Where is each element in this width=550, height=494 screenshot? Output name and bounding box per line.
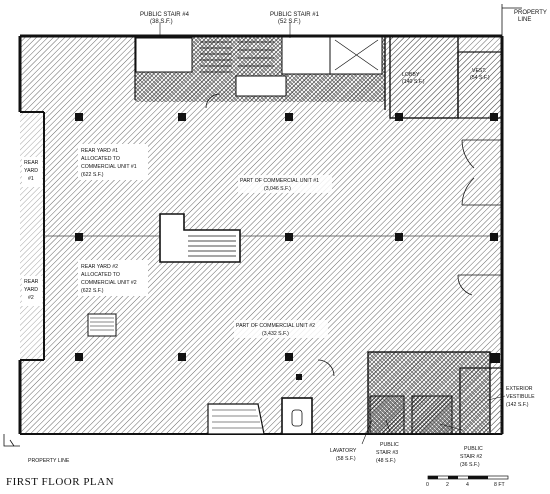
label-vest-1: VEST. (472, 68, 486, 74)
label-rear-yard1-2: ALLOCATED TO (81, 156, 120, 162)
label-rear-yard1-4: (622 S.F.) (81, 172, 104, 178)
label-stair2-3: (36 S.F.) (460, 462, 480, 468)
label-rear-yard1-3: COMMERCIAL UNIT #1 (81, 164, 137, 170)
toilet-fixture (291, 409, 303, 427)
label-rear-yard2-1: REAR YARD #2 (81, 264, 118, 270)
scale-tick-2: 2 (446, 482, 449, 488)
public-stair-2-room (411, 395, 453, 435)
lavatory-door-swing (317, 359, 335, 377)
label-rear-yard-left-1b: YARD (24, 168, 38, 174)
label-stair1-line1: PUBLIC STAIR #1 (270, 12, 320, 18)
center-stair-treads (188, 235, 236, 257)
label-property-bottom: PROPERTY LINE (28, 458, 70, 464)
public-stair-1-room (281, 35, 331, 75)
public-stair-3-room (369, 395, 405, 435)
page-title: FIRST FLOOR PLAN (6, 476, 115, 488)
label-ext-vest-1: EXTERIOR (506, 386, 533, 392)
label-stair3-2: STAIR #3 (376, 450, 398, 456)
label-lobby-1: LOBBY (402, 72, 420, 78)
label-stair4-line1: PUBLIC STAIR #4 (140, 12, 190, 18)
label-rear-yard-left-2c: #2 (28, 295, 34, 301)
label-comm-unit1-2: (3,046 S.F.) (264, 186, 291, 192)
scale-tick-4: 4 (466, 482, 469, 488)
label-rear-yard-left-2a: REAR (24, 279, 39, 285)
label-stair2-1: PUBLIC (464, 446, 483, 452)
exterior-vestibule-room (459, 367, 503, 435)
rear-yard-strip-hatch (20, 112, 44, 360)
labels: PUBLIC STAIR #4 (38 S.F.) PUBLIC STAIR #… (22, 10, 547, 468)
label-vest-2: (54 S.F.) (470, 75, 490, 81)
vestibule-room (457, 51, 503, 119)
label-rear-yard-left-2b: YARD (24, 287, 38, 293)
label-comm-unit2-1: PART OF COMMERCIAL UNIT #2 (236, 323, 315, 329)
left-stair-box (87, 313, 117, 337)
stair-landing-top (235, 75, 287, 97)
right-door-swings (457, 139, 502, 296)
label-stair3-3: (48 S.F.) (376, 458, 396, 464)
label-stair1-line2: (52 S.F.) (278, 19, 301, 25)
bottom-stair-treads (212, 409, 262, 429)
label-stair3-1: PUBLIC (380, 442, 399, 448)
label-rear-yard2-4: (622 S.F.) (81, 288, 104, 294)
label-comm-unit1-1: PART OF COMMERCIAL UNIT #1 (240, 178, 319, 184)
label-rear-yard2-3: COMMERCIAL UNIT #2 (81, 280, 137, 286)
label-property-top-2: LINE (518, 17, 531, 23)
label-lobby-2: (140 S.F.) (402, 79, 425, 85)
label-ext-vest-2: VESTIBULE (506, 394, 535, 400)
public-stair-4-room (135, 37, 193, 73)
scale-tick-8: 8 FT (494, 482, 505, 488)
label-lavatory-2: (58 S.F.) (336, 456, 356, 462)
door-swing-top (205, 93, 221, 109)
stair-treads-top (200, 41, 274, 73)
bottom-stair-enclosure (207, 403, 265, 435)
scale-bar: 0 2 4 8 FT (426, 475, 509, 488)
property-line-markers (3, 4, 522, 447)
label-property-top-1: PROPERTY (514, 10, 547, 16)
label-rear-yard1-1: REAR YARD #1 (81, 148, 118, 154)
label-rear-yard2-2: ALLOCATED TO (81, 272, 120, 278)
lobby-room (389, 35, 459, 119)
center-stair-enclosure (159, 213, 241, 263)
scale-tick-0: 0 (426, 482, 429, 488)
label-rear-yard-left-1c: #1 (28, 176, 34, 182)
left-stair-treads (90, 317, 114, 331)
label-comm-unit2-2: (3,432 S.F.) (262, 331, 289, 337)
label-leaders (159, 22, 506, 445)
label-lavatory-1: LAVATORY (330, 448, 357, 454)
label-stair4-line2: (38 S.F.) (150, 19, 173, 25)
label-stair2-2: STAIR #2 (460, 454, 482, 460)
elevator-cross (334, 39, 379, 71)
label-ext-vest-3: (142 S.F.) (506, 402, 529, 408)
label-rear-yard-left-1a: REAR (24, 160, 39, 166)
